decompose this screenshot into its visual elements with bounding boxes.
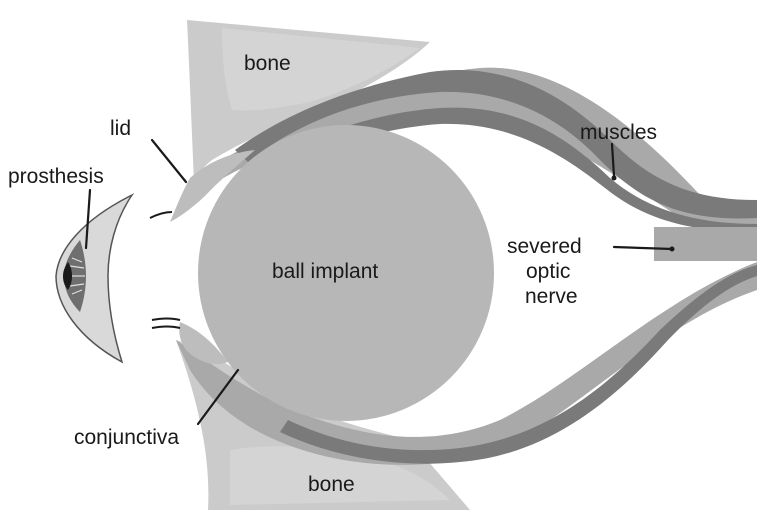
lower-lid-edge-2 [152,327,180,329]
label-nerve: nerve [525,285,578,308]
label-prosthesis: prosthesis [8,165,104,188]
label-severed-optic-nerve: severed optic nerve [507,235,588,308]
optic-nerve-stump [654,227,757,261]
upper-lid-edge [150,212,172,218]
label-severed: severed [507,235,582,258]
label-muscles: muscles [580,121,657,144]
muscles-leader-dot [612,176,617,181]
lower-lid-edge-1 [152,319,180,321]
label-optic: optic [526,260,570,283]
label-conjunctiva: conjunctiva [74,426,179,449]
label-ball-implant: ball implant [272,260,378,283]
lid-leader-line [152,140,186,182]
label-lid: lid [110,117,131,140]
optic-nerve-leader-dot [670,247,675,252]
label-bone-bottom: bone [308,473,355,496]
label-bone-top: bone [244,52,291,75]
